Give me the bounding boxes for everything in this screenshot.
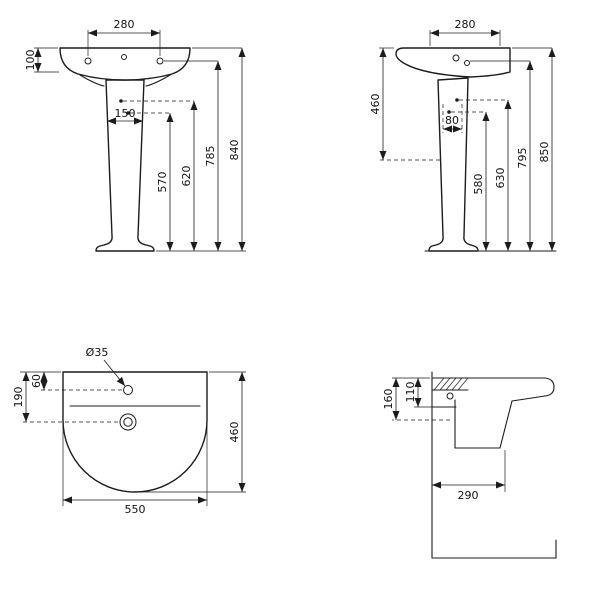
dim-section-shroud-depth: 290 [458,489,479,502]
side-view: 280 460 80 580 630 795 850 [369,18,557,252]
dim-side-fixing-depth: 80 [445,114,459,127]
dim-front-lower-fixing-height: 570 [156,172,169,193]
bowl-underside-right [145,74,171,87]
dim-front-taphole-height: 785 [204,146,217,167]
dim-section-front-edge-drop: 160 [382,389,395,410]
taphole-right [156,57,164,65]
hatch-line [451,377,463,391]
hatch-line [439,377,451,391]
fixing-hole-lower-side [447,110,451,114]
taphole-plan [123,385,133,395]
taphole-side [452,54,460,62]
fixing-hole-upper [119,99,123,103]
front-view: 280 100 150 570 620 785 840 [24,18,246,252]
hatch-line [457,377,469,391]
front-bullnose [511,377,555,402]
dim-plan-width: 550 [125,503,146,516]
hatch-line [445,377,457,391]
overflow-side [464,60,470,66]
basin-front [59,47,191,81]
dim-side-upper-fixing-height: 630 [494,168,507,189]
dim-front-rim-to-apron: 100 [24,50,37,71]
bowl-underside-left [79,74,105,87]
dim-side-taphole-height: 795 [516,148,529,169]
basin-side [395,47,511,78]
dim-plan-taphole-offset: 60 [30,374,43,388]
dim-side-total-height: 850 [538,142,551,163]
drain-inner [123,417,133,427]
hatch-line [433,377,445,391]
pedestal [95,79,155,252]
shroud-section [454,399,513,449]
overflow-hole [121,54,127,60]
pedestal-side [428,77,479,252]
dim-plan-drain-offset: 190 [12,387,25,408]
taphole-section [446,392,454,400]
section-view: 160 110 290 [382,371,557,559]
floor-corner-line [431,539,557,559]
plan-view: Ø35 60 190 550 460 [12,346,246,516]
leader-line [103,359,126,387]
taphole-left [84,57,92,65]
dim-side-hole-spacing: 280 [455,18,476,31]
dim-front-total-height: 840 [228,140,241,161]
dim-side-lower-fixing-height: 580 [472,174,485,195]
fixing-hole-lower [126,111,130,115]
dim-front-pedestal-width: 150 [115,107,136,120]
dim-front-hole-spacing: 280 [114,18,135,31]
dim-plan-depth: 460 [228,422,241,443]
fixing-hole-upper-side [455,98,459,102]
dim-plan-taphole-diameter: Ø35 [86,346,109,359]
dim-side-front-height: 460 [369,94,382,115]
dim-front-upper-fixing-height: 620 [180,166,193,187]
dim-section-back-edge-drop: 110 [404,382,417,403]
